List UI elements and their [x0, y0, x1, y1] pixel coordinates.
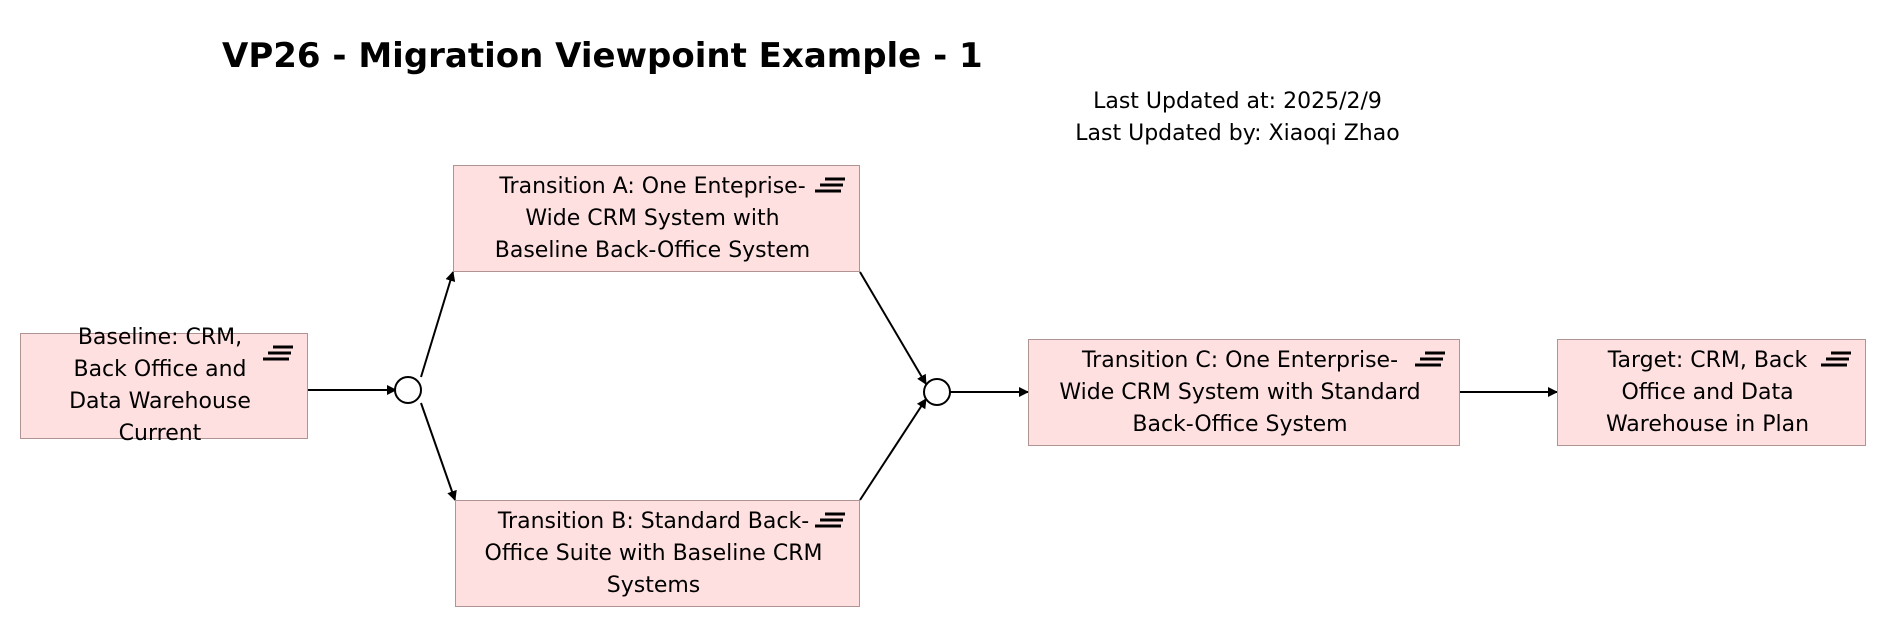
plateau-icon [263, 345, 293, 361]
junction-or-1[interactable] [394, 376, 422, 404]
plateau-transition-c[interactable]: Transition C: One Enterprise-Wide CRM Sy… [1028, 339, 1460, 446]
plateau-transition-b[interactable]: Transition B: Standard Back-Office Suite… [455, 500, 860, 607]
arrow-junction-1-to-transition-a[interactable] [420, 271, 456, 378]
plateau-icon [815, 177, 845, 193]
plateau-icon [1415, 351, 1445, 367]
arrow-transition-b-to-junction-2[interactable] [859, 398, 927, 501]
plateau-icon [815, 512, 845, 528]
arrow-junction-1-to-transition-b[interactable] [420, 402, 457, 501]
plateau-label: Target: CRM, Back Office and Data Wareho… [1605, 347, 1810, 437]
last-updated-info: Last Updated at: 2025/2/9 Last Updated b… [1010, 86, 1465, 150]
plateau-label: Transition C: One Enterprise-Wide CRM Sy… [1059, 347, 1421, 437]
plateau-label: Transition A: One Enteprise-Wide CRM Sys… [494, 173, 811, 263]
last-updated-at: Last Updated at: 2025/2/9 [1093, 89, 1382, 114]
plateau-transition-a[interactable]: Transition A: One Enteprise-Wide CRM Sys… [453, 165, 860, 272]
plateau-target[interactable]: Target: CRM, Back Office and Data Wareho… [1557, 339, 1866, 446]
plateau-icon [1821, 351, 1851, 367]
plateau-label: Transition B: Standard Back-Office Suite… [484, 508, 823, 598]
arrow-transition-a-to-junction-2[interactable] [859, 271, 927, 385]
plateau-baseline[interactable]: Baseline: CRM, Back Office and Data Ware… [20, 325, 308, 446]
plateau-label: Baseline: CRM, Back Office and Data Ware… [69, 325, 251, 446]
diagram-title: VP26 - Migration Viewpoint Example - 1 [222, 36, 983, 76]
last-updated-by: Last Updated by: Xiaoqi Zhao [1075, 121, 1400, 146]
junction-or-2[interactable] [923, 378, 951, 406]
